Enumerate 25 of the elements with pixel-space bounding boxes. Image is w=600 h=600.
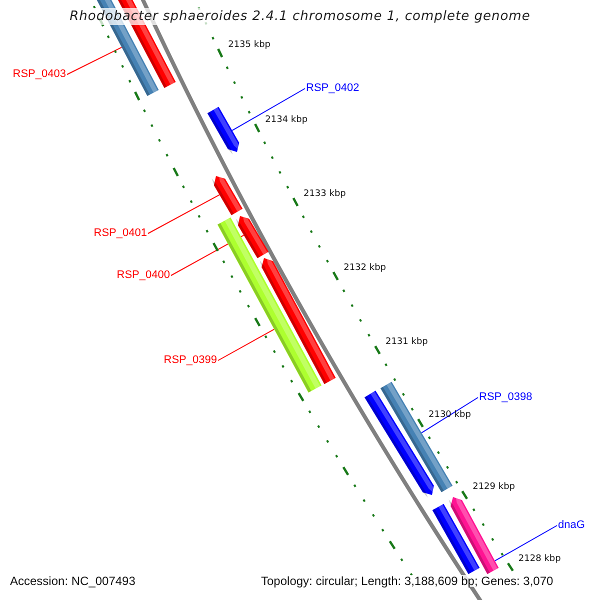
gene-label: RSP_0399: [164, 355, 217, 366]
scale-label: 2128 kbp: [518, 554, 561, 564]
gene-label: dnaG: [558, 520, 585, 531]
leader-line: [421, 397, 478, 434]
gene-label: RSP_0403: [12, 69, 66, 80]
gene-arrow: [380, 382, 453, 492]
scale-label: 2131 kbp: [385, 338, 428, 346]
gene-label: RSP_0400: [116, 270, 170, 281]
accession-label: Accession: NC_007493: [10, 575, 136, 587]
scale-label: 2133 kbp: [303, 190, 346, 198]
gene-arrow: [212, 174, 243, 216]
gene-arrow: [207, 106, 240, 154]
scale-label: 2135 kbp: [228, 40, 270, 50]
leader-line: [148, 194, 220, 234]
gene-label: RSP_0401: [94, 228, 147, 239]
gene-arrow: [448, 496, 499, 574]
leader-line: [232, 88, 306, 131]
scale-label: 2130 kbp: [428, 410, 471, 420]
leader-line: [66, 46, 122, 75]
leader-line: [494, 525, 558, 562]
leader-line: [218, 328, 275, 361]
gene-arrow: [217, 217, 322, 393]
gene-arrow: [236, 214, 269, 258]
gene-label: RSP_0402: [306, 83, 360, 94]
gene-label: RSP_0398: [479, 392, 532, 403]
